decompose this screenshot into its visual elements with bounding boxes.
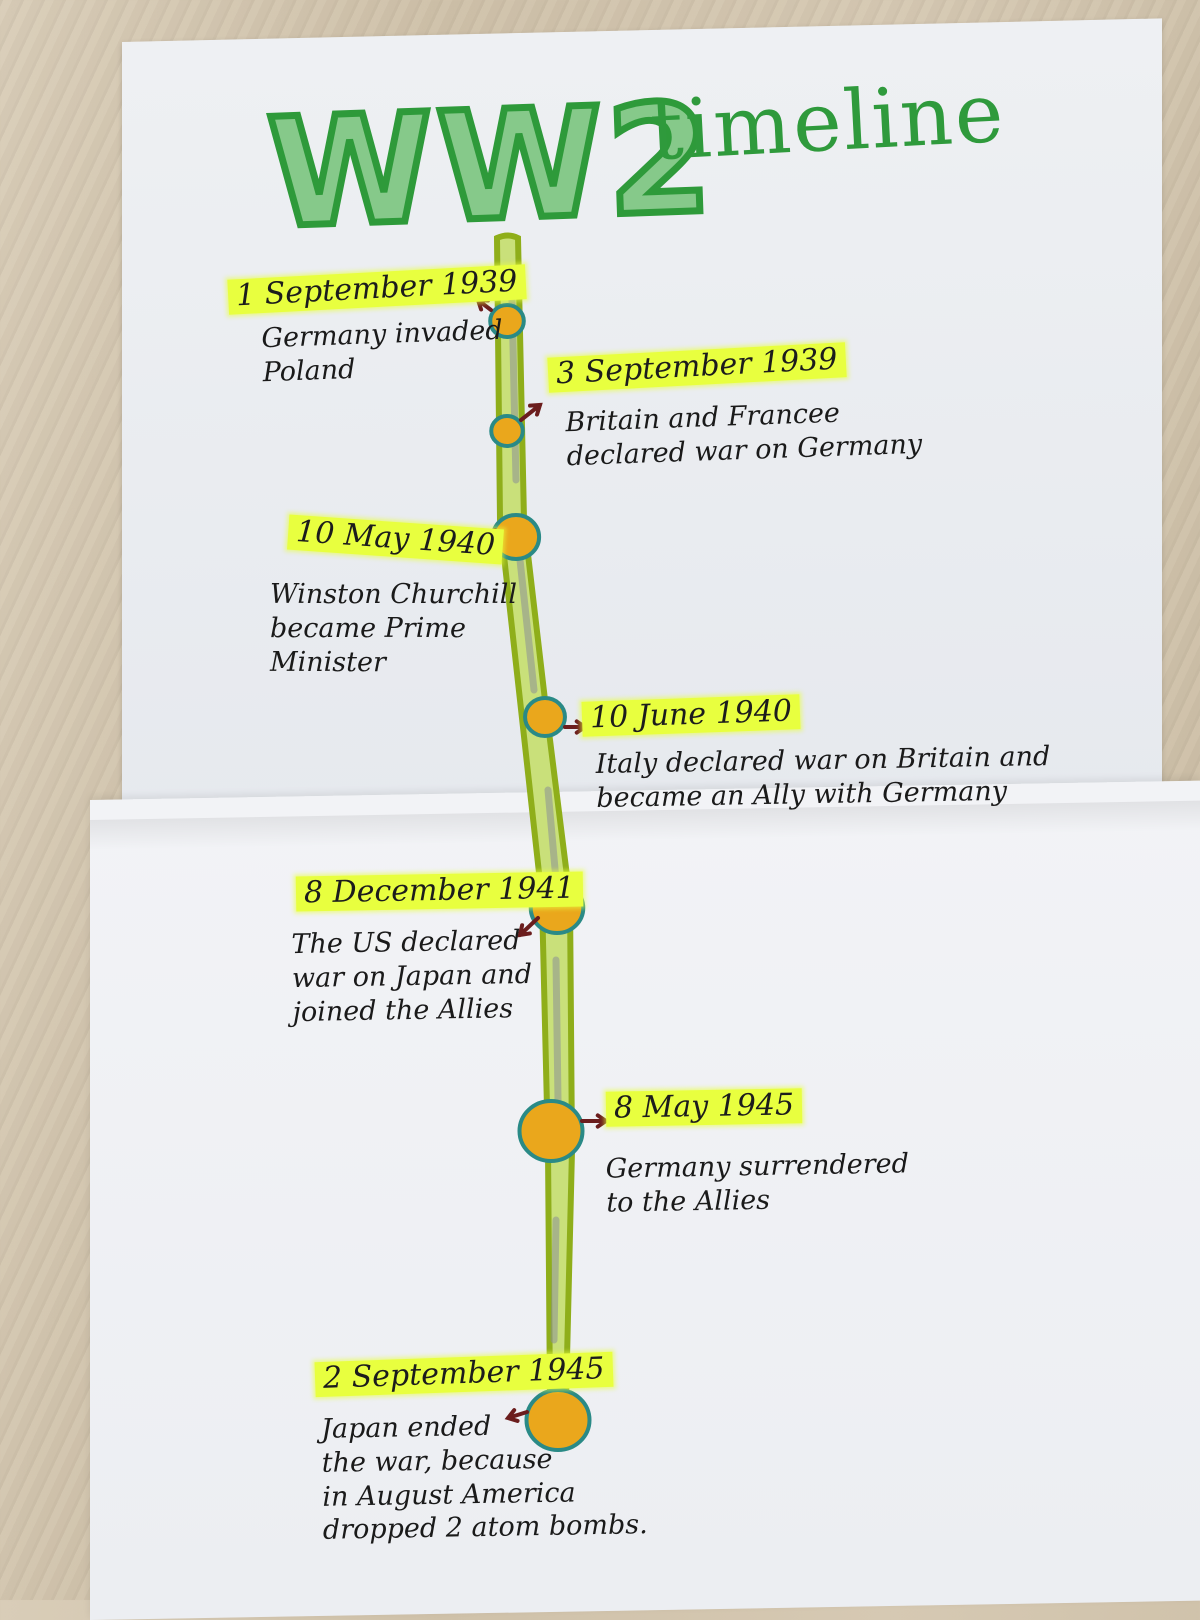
event-date-6: 8 May 1945	[605, 1087, 803, 1127]
event-description-line: to the Allies	[606, 1184, 771, 1219]
event-description-line: The US declared	[291, 925, 521, 961]
event-description-line: in August America	[322, 1476, 576, 1513]
event-node-6	[517, 1099, 585, 1163]
event-description-line: Germany surrendered	[605, 1148, 910, 1185]
event-description-line: war on Japan and	[291, 958, 533, 994]
event-description-line: became Prime	[270, 612, 466, 644]
event-node-2	[489, 414, 525, 448]
event-description-line: the war, because	[321, 1443, 553, 1479]
event-date-5: 8 December 1941	[295, 871, 583, 911]
timeline-nodes	[488, 303, 592, 1452]
event-arrow-7	[504, 1408, 529, 1423]
event-description-line: Winston Churchill	[270, 579, 517, 610]
event-description-line: dropped 2 atom bombs.	[322, 1509, 648, 1547]
event-arrow-5	[517, 916, 540, 938]
event-arrow-2	[519, 402, 543, 422]
event-description-line: joined the Allies	[292, 992, 514, 1028]
event-description-line: Minister	[270, 646, 386, 678]
event-arrow-1	[475, 297, 493, 312]
event-node-7	[524, 1388, 592, 1452]
event-arrow-6	[580, 1113, 610, 1129]
event-node-1	[488, 303, 526, 339]
spine-pencil-shading	[508, 296, 562, 1344]
event-description-line: Japan ended	[320, 1410, 492, 1445]
event-node-4	[523, 696, 567, 738]
